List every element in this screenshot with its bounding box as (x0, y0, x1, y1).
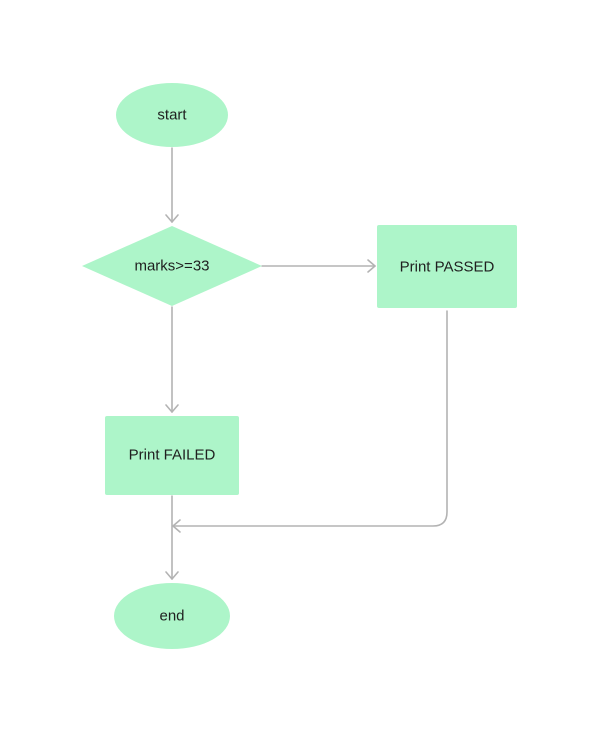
edge-passed-to-merge (172, 310, 448, 527)
start-ellipse (116, 83, 228, 147)
start-label: start (157, 107, 187, 124)
node-passed: Print PASSED (377, 225, 517, 308)
end-label: end (159, 608, 184, 625)
decision-diamond (82, 226, 262, 306)
connectors (165, 147, 448, 580)
failed-label: Print FAILED (129, 447, 216, 464)
node-failed: Print FAILED (105, 416, 239, 495)
arrowhead-failed-top (165, 404, 179, 413)
passed-box (377, 225, 517, 308)
node-end: end (114, 583, 230, 649)
arrowhead-end-top (165, 571, 179, 580)
decision-label: marks>=33 (134, 258, 209, 275)
arrowhead-passed-left (367, 259, 376, 273)
node-start: start (116, 83, 228, 147)
end-ellipse (114, 583, 230, 649)
arrowhead-merge-left (172, 519, 181, 533)
arrowhead-decision-top (165, 214, 179, 223)
node-decision: marks>=33 (82, 226, 262, 306)
passed-label: Print PASSED (400, 259, 495, 276)
failed-box (105, 416, 239, 495)
